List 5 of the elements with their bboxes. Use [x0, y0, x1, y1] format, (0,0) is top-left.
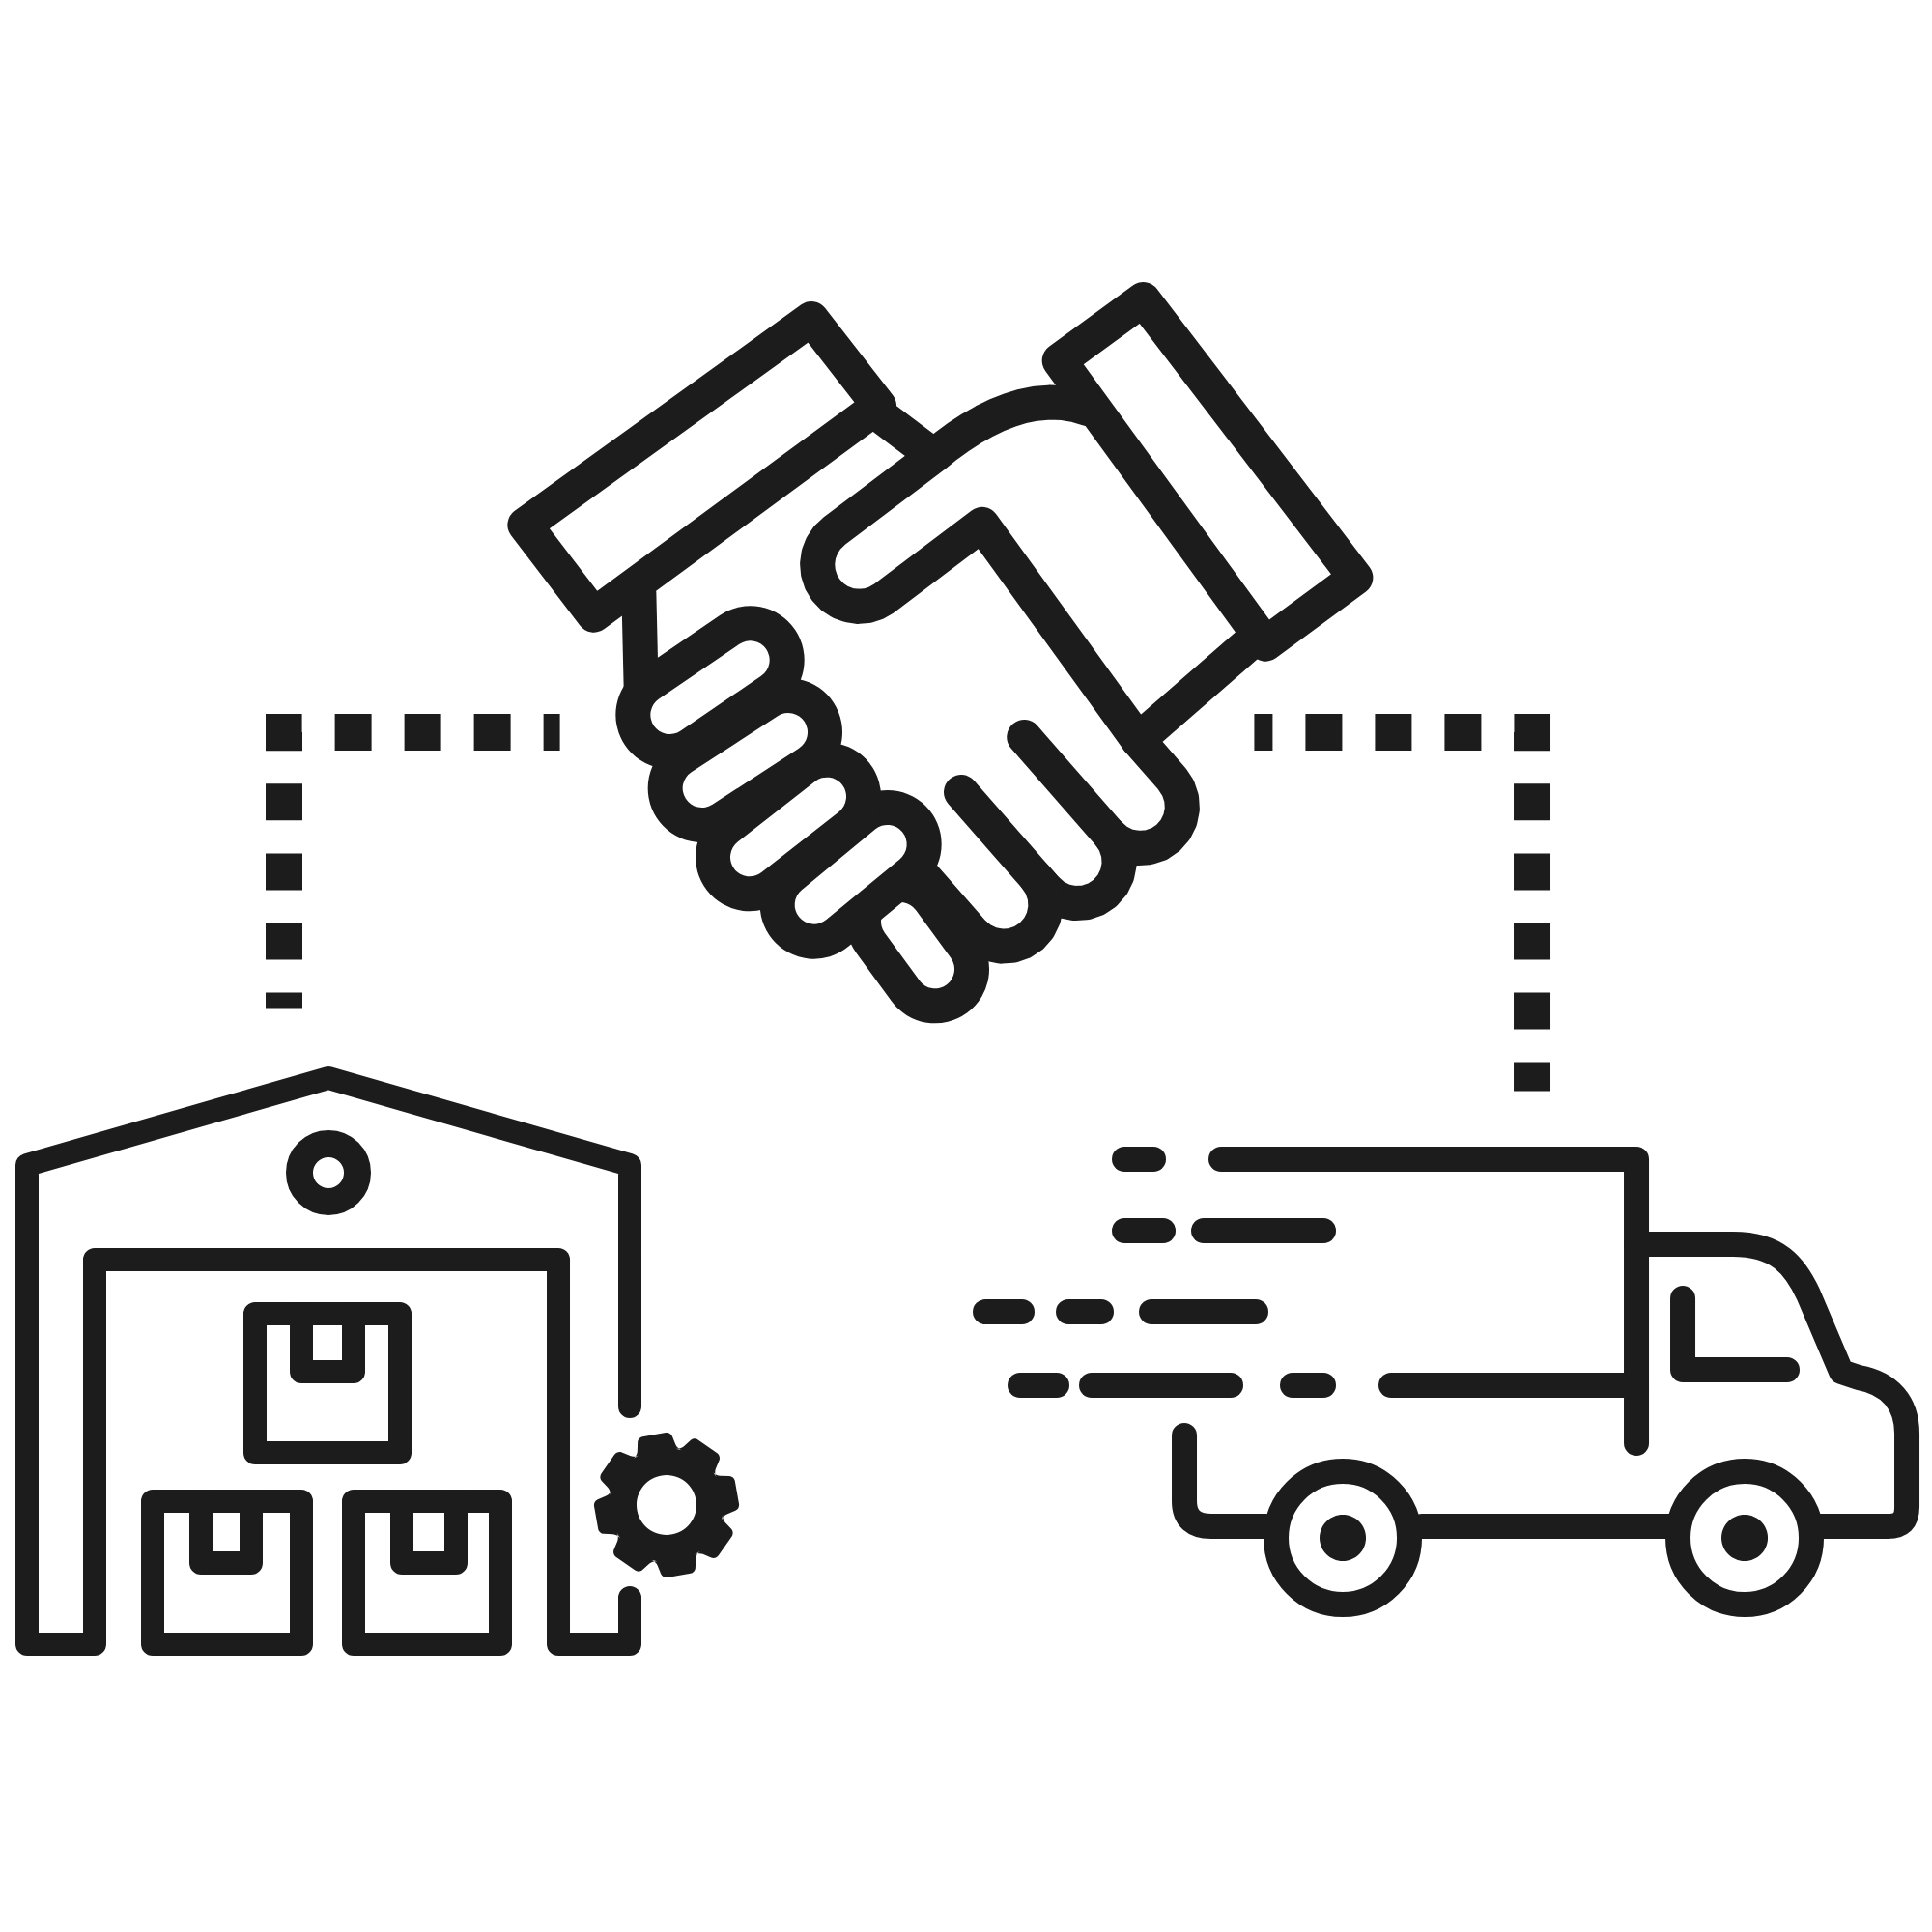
dashed-line — [1254, 714, 1551, 1092]
dashed-line — [266, 714, 560, 1009]
warehouse-icon — [15, 1066, 740, 1656]
handshake-icon — [507, 281, 1374, 1024]
truck-icon — [973, 1147, 1920, 1617]
